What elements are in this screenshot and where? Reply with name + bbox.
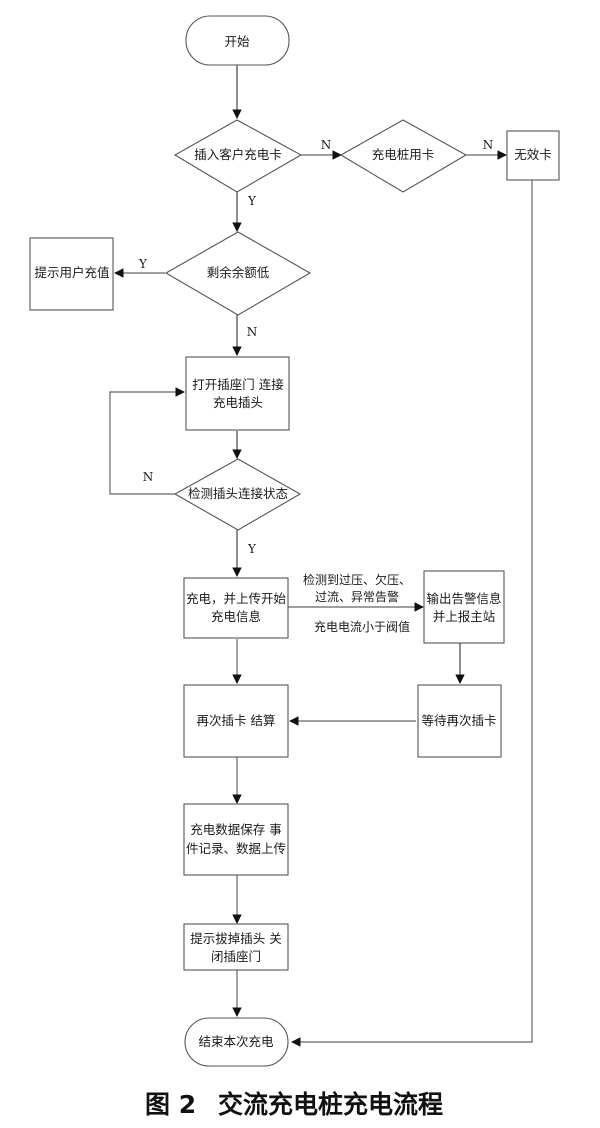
node-reinsert-settle-label: 再次插卡 结算 bbox=[197, 713, 276, 728]
node-pile-card: 充电桩用卡 bbox=[339, 119, 468, 193]
node-charge-upload-line2: 充电信息 bbox=[211, 609, 261, 624]
node-end-label: 结束本次充电 bbox=[198, 1034, 274, 1049]
node-end: 结束本次充电 bbox=[184, 1017, 289, 1067]
edge-label-detect-n: N bbox=[143, 470, 154, 484]
node-invalid-card-label: 无效卡 bbox=[514, 147, 552, 162]
caption-figure-number: 图 2 bbox=[145, 1090, 196, 1119]
node-wait-reinsert: 等待再次插卡 bbox=[417, 684, 502, 758]
caption-title: 交流充电桩充电流程 bbox=[218, 1090, 443, 1119]
edge-label-insert-n: N bbox=[321, 138, 332, 152]
edge-label-detect-y: Y bbox=[247, 542, 257, 556]
node-prompt-unplug: 提示拔掉插头 关 闭插座门 bbox=[183, 923, 289, 971]
edge-detect-loop-back bbox=[109, 387, 185, 495]
node-reinsert-settle: 再次插卡 结算 bbox=[183, 684, 289, 758]
node-save-data-line2: 件记录、数据上传 bbox=[186, 841, 286, 856]
node-low-balance: 剩余余额低 bbox=[164, 231, 312, 316]
node-detect-plug-label: 检测插头连接状态 bbox=[188, 486, 288, 501]
node-output-alarm-line1: 输出告警信息 bbox=[426, 591, 501, 606]
node-open-door: 打开插座门 连接 充电插头 bbox=[185, 356, 290, 431]
edge-labels: N N Y Y N N Y 检测到过压、欠压、 过流、异常告警 充电电流小于阀值 bbox=[138, 138, 493, 634]
edges bbox=[109, 65, 533, 1047]
node-start-label: 开始 bbox=[224, 34, 250, 49]
edge-label-alarm-line1: 检测到过压、欠压、 bbox=[303, 572, 411, 587]
node-pile-card-label: 充电桩用卡 bbox=[372, 147, 435, 162]
node-prompt-recharge-label: 提示用户充值 bbox=[34, 265, 109, 280]
node-prompt-unplug-line1: 提示拔掉插头 关 bbox=[190, 931, 281, 946]
node-detect-plug: 检测插头连接状态 bbox=[173, 458, 302, 531]
node-charge-upload-line1: 充电，并上传开始 bbox=[186, 591, 287, 606]
edge-label-current: 充电电流小于阀值 bbox=[314, 619, 410, 634]
node-insert-card-label: 插入客户充电卡 bbox=[194, 147, 282, 162]
node-save-data-line1: 充电数据保存 事 bbox=[190, 822, 281, 837]
edge-invalid-to-end bbox=[291, 180, 533, 1047]
node-open-door-line1: 打开插座门 连接 bbox=[192, 377, 284, 392]
figure-caption: 图 2 交流充电桩充电流程 bbox=[145, 1090, 443, 1119]
edge-label-insert-y: Y bbox=[247, 194, 257, 208]
edge-label-balance-y: Y bbox=[138, 257, 148, 271]
node-wait-reinsert-label: 等待再次插卡 bbox=[421, 713, 496, 728]
edge-label-pile-n: N bbox=[483, 138, 494, 152]
node-insert-card: 插入客户充电卡 bbox=[173, 119, 303, 193]
node-output-alarm: 输出告警信息 并上报主站 bbox=[423, 570, 505, 644]
node-open-door-line2: 充电插头 bbox=[213, 395, 263, 410]
node-prompt-recharge: 提示用户充值 bbox=[29, 237, 114, 311]
node-start: 开始 bbox=[185, 15, 290, 66]
node-output-alarm-line2: 并上报主站 bbox=[433, 609, 496, 624]
node-charge-upload: 充电，并上传开始 充电信息 bbox=[183, 577, 289, 639]
node-low-balance-label: 剩余余额低 bbox=[207, 265, 270, 280]
node-save-data: 充电数据保存 事 件记录、数据上传 bbox=[183, 803, 289, 876]
edge-label-alarm-line2: 过流、异常告警 bbox=[315, 589, 399, 604]
edge-label-balance-n: N bbox=[247, 325, 258, 339]
node-invalid-card: 无效卡 bbox=[506, 130, 560, 181]
node-prompt-unplug-line2: 闭插座门 bbox=[211, 949, 261, 964]
